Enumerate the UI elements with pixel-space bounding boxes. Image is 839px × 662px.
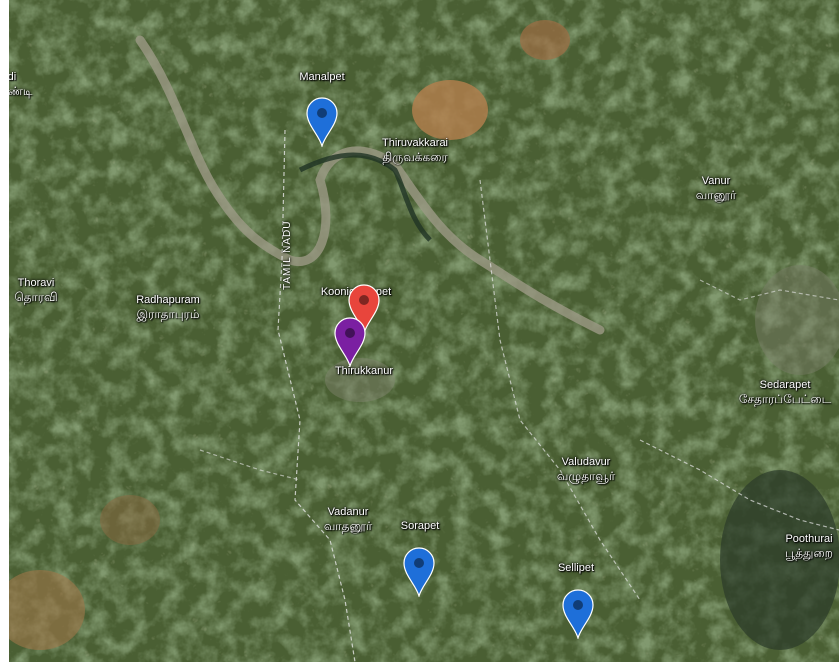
place-label-manalpet: Manalpet: [299, 71, 345, 83]
soil-patch: [520, 20, 570, 60]
pin-center: [414, 558, 424, 568]
river-dark: [298, 152, 432, 242]
soil-patch: [0, 570, 85, 650]
place-label-sedarapet: Sedarapet சேதாரப்பேட்டை: [738, 379, 832, 406]
state-boundary: [277, 129, 356, 662]
water-body: [720, 470, 839, 650]
place-label-sorapet: Sorapet: [400, 520, 440, 532]
map-marker-manalpet[interactable]: [305, 97, 339, 147]
place-label-thiruvakkarai: Thiruvakkarai திருவக்கரை: [381, 137, 449, 164]
map-pin-icon: [562, 589, 594, 639]
district-boundary: [639, 439, 839, 531]
district-boundary: [699, 279, 839, 301]
district-boundary: [479, 179, 641, 601]
settlement: [325, 358, 395, 402]
soil-patch: [100, 495, 160, 545]
map-marker-sorapet[interactable]: [402, 547, 436, 597]
pin-body: [306, 97, 338, 147]
map-pin-icon: [348, 284, 380, 334]
place-label-radhapuram: Radhapuram இராதாபுரம்: [136, 294, 200, 321]
soil-patch: [412, 80, 488, 140]
state-boundary-label: TAMIL NADU: [282, 220, 293, 290]
map-pin-icon: [334, 317, 366, 367]
pin-body: [348, 284, 380, 334]
map-marker-thirukkanur[interactable]: [333, 317, 367, 367]
place-label-thoravi: Thoravi தொரவி: [14, 277, 58, 304]
settlement: [755, 265, 839, 375]
map-pin-icon: [403, 547, 435, 597]
place-label-poothurai: Poothurai பூத்துறை: [785, 533, 833, 560]
place-label-sellipet: Sellipet: [557, 562, 595, 574]
place-label-valudavur: Valudavur வழுதாவூர்: [556, 456, 616, 483]
left-frame: [0, 0, 9, 662]
pin-body: [562, 589, 594, 639]
map-marker-koonichampet[interactable]: [347, 284, 381, 334]
pin-center: [573, 600, 583, 610]
pin-body: [403, 547, 435, 597]
pin-center: [359, 295, 369, 305]
place-label-vanur: Vanur வானூர்: [695, 175, 737, 202]
map-pin-icon: [306, 97, 338, 147]
pin-body: [334, 317, 366, 367]
district-boundary: [199, 449, 301, 481]
place-label-vadanur: Vadanur வாதனூர்: [323, 506, 373, 533]
place-label-thirukkanur: Thirukkanur: [334, 365, 394, 377]
pin-center: [317, 108, 327, 118]
river: [135, 35, 605, 335]
pin-center: [345, 328, 355, 338]
place-label-edge: di ண்டி: [7, 71, 33, 98]
map-marker-sellipet[interactable]: [561, 589, 595, 639]
